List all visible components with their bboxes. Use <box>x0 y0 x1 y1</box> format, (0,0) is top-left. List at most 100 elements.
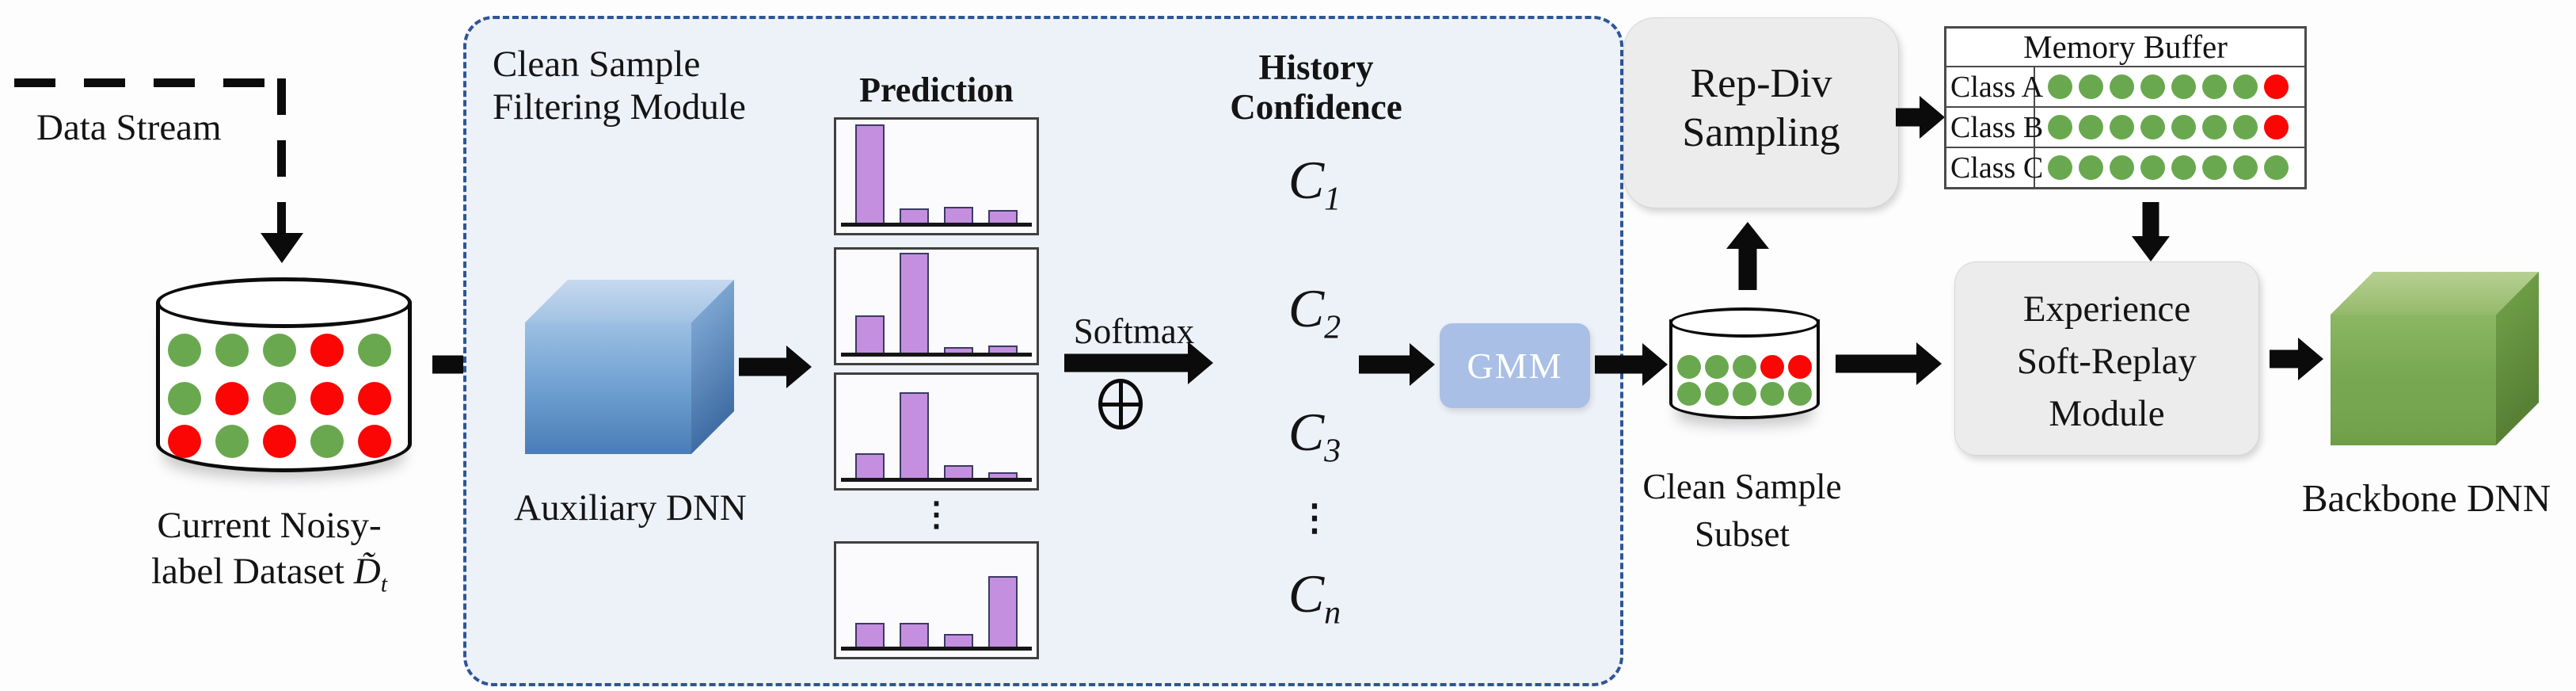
clean-sample-dot <box>2233 155 2258 180</box>
history-confidence-title: History Confidence <box>1230 48 1402 127</box>
prediction-title: Prediction <box>859 71 1014 109</box>
clean-sample-dot <box>168 334 201 367</box>
buffer-dot-row <box>2035 108 2289 147</box>
sample-dot-row <box>168 334 391 367</box>
buffer-dot-row <box>2035 67 2289 106</box>
prediction-bar <box>988 210 1018 223</box>
cylinder-top-ellipse <box>156 277 412 328</box>
data-stream-label: Data Stream <box>36 107 222 148</box>
prediction-chart-1 <box>834 117 1039 235</box>
prediction-bar <box>988 576 1018 647</box>
noisy-sample-dot <box>310 334 344 367</box>
noisy-sample-dot <box>358 382 391 415</box>
clean-sample-dot <box>1705 382 1729 406</box>
prediction-chart-4 <box>834 541 1039 659</box>
rep-div-sampling-box: Rep-Div Sampling <box>1623 17 1899 208</box>
module-title: Clean Sample Filtering Module <box>493 44 746 128</box>
confidence-c1: C1 <box>1288 150 1341 218</box>
memory-buffer-row-a: Class A <box>1946 67 2304 106</box>
noisy-sample-dot <box>2264 115 2289 139</box>
prediction-bar <box>900 623 929 647</box>
noisy-sample-dot <box>263 425 296 458</box>
cube-front-face <box>525 323 691 454</box>
backbone-dnn-label: Backbone DNN <box>2301 476 2551 520</box>
clean-sample-dot <box>2079 115 2103 139</box>
experience-soft-replay-box: Experience Soft-Replay Module <box>1954 262 2259 456</box>
clean-sample-dot <box>2140 155 2165 180</box>
prediction-bar <box>855 623 885 647</box>
prediction-chart-2 <box>834 247 1039 365</box>
confidence-ellipsis: ⋮ <box>1296 498 1333 538</box>
prediction-bar <box>944 634 973 647</box>
noisy-caption-line2: label Dataset D̃t <box>150 551 388 597</box>
clean-sample-dot <box>2264 155 2289 180</box>
charts-ellipsis: ⋮ <box>919 497 953 533</box>
flow-arrow-dnn-to-prediction <box>739 346 812 388</box>
sample-dot-row <box>1677 355 1812 379</box>
clean-sample-dot <box>2079 155 2103 180</box>
flow-arrow-softmax <box>1064 342 1213 384</box>
prediction-bar <box>900 253 929 353</box>
prediction-bar <box>988 346 1018 353</box>
clean-sample-dot <box>263 334 296 367</box>
noisy-dataset-cylinder <box>156 277 412 472</box>
data-stream-dashed-line-horizontal <box>14 78 286 87</box>
memory-buffer-row-c: Class C <box>1946 147 2304 187</box>
clean-sample-dot <box>358 334 391 367</box>
data-stream-arrowhead <box>261 233 303 263</box>
sample-dot-row <box>1677 382 1812 406</box>
clean-sample-dot <box>2171 74 2196 99</box>
flow-arrow-experience-to-backbone <box>2270 338 2323 380</box>
noisy-sample-dot <box>215 382 249 415</box>
clean-sample-dot <box>2048 74 2072 99</box>
clean-sample-dot <box>1760 382 1784 406</box>
clean-sample-dot <box>1705 355 1729 379</box>
clean-sample-dot <box>1788 382 1812 406</box>
softmax-label: Softmax <box>1073 311 1195 351</box>
prediction-bar <box>855 315 885 353</box>
buffer-dot-row <box>2035 148 2289 187</box>
confidence-cn: Cn <box>1288 563 1341 632</box>
noisy-sample-dot <box>168 425 201 458</box>
memory-buffer-row-b: Class B <box>1946 106 2304 147</box>
noisy-dataset-caption: Current Noisy- label Dataset D̃t <box>95 502 443 607</box>
noisy-sample-dot <box>1760 355 1784 379</box>
clean-subset-caption: Clean Sample Subset <box>1642 467 1842 554</box>
prediction-bar <box>855 124 885 223</box>
flow-arrow-repdiv-to-buffer <box>1896 96 1945 139</box>
flow-arrow-subset-to-repdiv <box>1726 222 1769 290</box>
noisy-sample-dot <box>1788 355 1812 379</box>
prediction-chart-3 <box>834 372 1039 491</box>
clean-sample-dot <box>2110 74 2134 99</box>
clean-sample-dot <box>2048 155 2072 180</box>
prediction-bar <box>900 392 929 478</box>
clean-sample-dot <box>1733 382 1756 406</box>
cylinder-top-ellipse <box>1669 307 1820 338</box>
clean-sample-dot <box>215 425 249 458</box>
clean-sample-dot <box>215 334 249 367</box>
prediction-bar <box>944 207 973 223</box>
clean-sample-dot <box>2202 115 2227 139</box>
auxiliary-dnn-cube <box>525 280 734 454</box>
circled-plus-icon <box>1098 379 1143 429</box>
confidence-c3: C3 <box>1288 402 1341 470</box>
sample-dot-row <box>168 425 391 458</box>
clean-sample-dot <box>2140 74 2165 99</box>
clean-sample-dot <box>2233 74 2258 99</box>
clean-sample-dot <box>263 382 296 415</box>
prediction-bar <box>900 208 929 223</box>
memory-buffer-table: Memory Buffer Class A Class B Class C <box>1944 26 2307 189</box>
clean-sample-dot <box>2140 115 2165 139</box>
clean-sample-dot <box>1677 382 1701 406</box>
clean-sample-dot <box>310 425 344 458</box>
flow-arrow-gmm-to-subset <box>1595 343 1668 386</box>
clean-sample-dot <box>2171 155 2196 180</box>
backbone-dnn-cube <box>2331 272 2539 445</box>
flow-arrow-subset-to-experience <box>1836 342 1942 385</box>
noisy-sample-dot <box>310 382 344 415</box>
flow-arrow-confidence-to-gmm <box>1359 343 1435 386</box>
clean-sample-dot <box>168 382 201 415</box>
clean-sample-dot <box>1733 355 1756 379</box>
prediction-bar <box>855 453 885 478</box>
